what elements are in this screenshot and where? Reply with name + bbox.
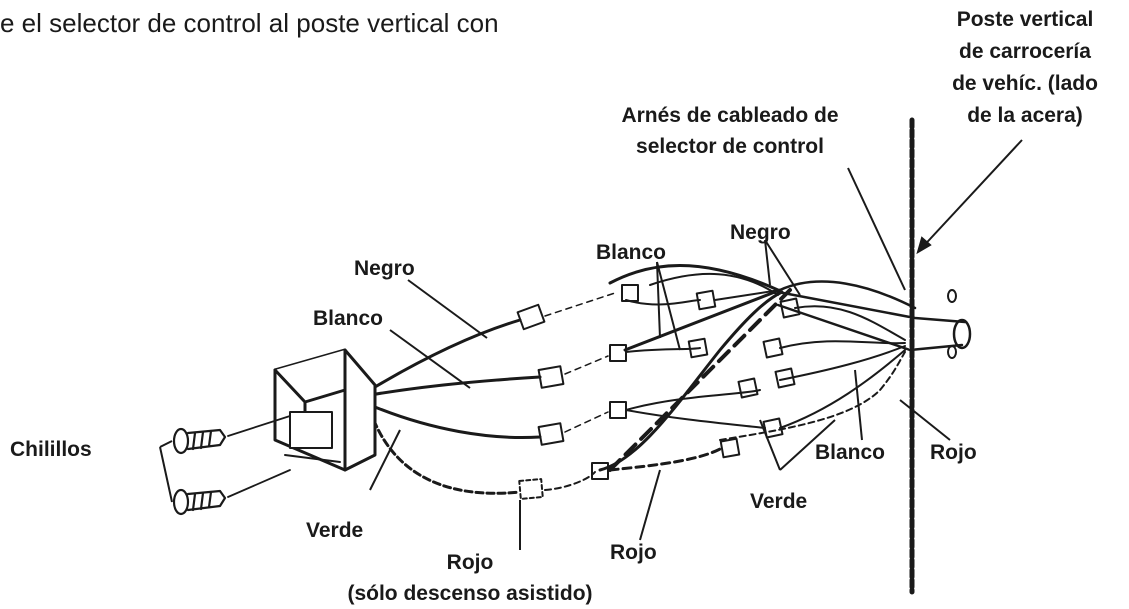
control-switch-box bbox=[273, 348, 377, 472]
label-blanco-left: Blanco bbox=[313, 307, 384, 330]
connector-m2 bbox=[609, 344, 627, 362]
label-verde-right: Verde bbox=[750, 490, 808, 513]
label-vehicle-post-line4: de la acera) bbox=[967, 104, 1083, 127]
label-negro-left: Negro bbox=[354, 257, 415, 280]
connector-m4 bbox=[591, 462, 609, 480]
connector-m3 bbox=[609, 401, 627, 419]
wire-right-1 bbox=[794, 305, 906, 341]
connector-r1 bbox=[779, 297, 801, 319]
connector-l3 bbox=[537, 422, 565, 446]
harness-tube bbox=[776, 290, 967, 352]
wire-mid-dashed bbox=[608, 446, 724, 472]
screw-lower bbox=[172, 469, 291, 516]
wire-mid-2 bbox=[625, 347, 701, 353]
wire-black bbox=[368, 318, 522, 392]
connector-m5 bbox=[695, 289, 717, 311]
harness-tube-end bbox=[952, 318, 972, 350]
label-rojo-bottom: Rojo (sólo descenso asistido) bbox=[320, 550, 620, 606]
wire-mid-1 bbox=[625, 299, 701, 306]
connector-r4 bbox=[762, 417, 784, 439]
label-verde-left: Verde bbox=[306, 519, 364, 542]
label-vehicle-post-line3: de vehíc. (lado bbox=[952, 72, 1098, 95]
label-vehicle-post-line2: de carrocería bbox=[959, 40, 1091, 63]
wire-green bbox=[368, 403, 542, 439]
harness-bundle-inner bbox=[649, 272, 779, 296]
wire-mid-5 bbox=[598, 290, 784, 472]
label-vehicle-post: Poste vertical de carrocería de vehíc. (… bbox=[925, 7, 1125, 128]
wire-right-4 bbox=[779, 349, 906, 429]
wire-mid-3 bbox=[625, 389, 761, 411]
wire-mid-4 bbox=[625, 409, 766, 429]
connector-m7 bbox=[719, 437, 741, 459]
label-harness: Arnés de cableado de selector de control bbox=[580, 103, 880, 159]
label-rojo-bottom-line1: Rojo bbox=[446, 551, 494, 574]
leader-lines bbox=[159, 139, 1023, 550]
label-rojo-mid: Rojo bbox=[610, 541, 657, 564]
wire-right-2 bbox=[779, 340, 906, 349]
connector-l4 bbox=[518, 478, 544, 500]
label-harness-line2: selector de control bbox=[636, 135, 824, 158]
grommet-top bbox=[947, 289, 957, 303]
connector-r5 bbox=[737, 377, 759, 399]
label-blanco-center: Blanco bbox=[596, 241, 667, 264]
wire-white bbox=[368, 375, 542, 397]
wire-right-3 bbox=[779, 345, 906, 381]
wire-right-dashed bbox=[719, 351, 906, 441]
wire-long-dashed bbox=[608, 288, 792, 472]
label-chilillos: Chilillos bbox=[10, 438, 92, 461]
wire-red-dashed-2 bbox=[544, 471, 596, 491]
connector-r2 bbox=[762, 337, 784, 359]
wire-red-dashed bbox=[368, 408, 522, 495]
connector-r3 bbox=[774, 367, 796, 389]
harness-bundle-top bbox=[608, 264, 780, 292]
connector-gap-dashes bbox=[544, 291, 619, 433]
instruction-text: e el selector de control al poste vertic… bbox=[0, 8, 499, 38]
connector-l1 bbox=[516, 303, 546, 331]
label-blanco-right: Blanco bbox=[815, 441, 886, 464]
label-vehicle-post-line1: Poste vertical bbox=[956, 8, 1094, 31]
screw-upper bbox=[172, 415, 291, 455]
wire-cross-top2 bbox=[714, 289, 781, 301]
label-negro-top: Negro bbox=[730, 221, 791, 244]
wire-cross-top bbox=[623, 288, 782, 352]
grommet-bottom bbox=[947, 345, 957, 359]
label-rojo-bottom-line2: (sólo descenso asistido) bbox=[347, 582, 593, 605]
label-harness-line1: Arnés de cableado de bbox=[621, 104, 839, 127]
label-rojo-right: Rojo bbox=[930, 441, 977, 464]
connector-l2 bbox=[537, 365, 565, 389]
connector-m1 bbox=[621, 284, 639, 302]
